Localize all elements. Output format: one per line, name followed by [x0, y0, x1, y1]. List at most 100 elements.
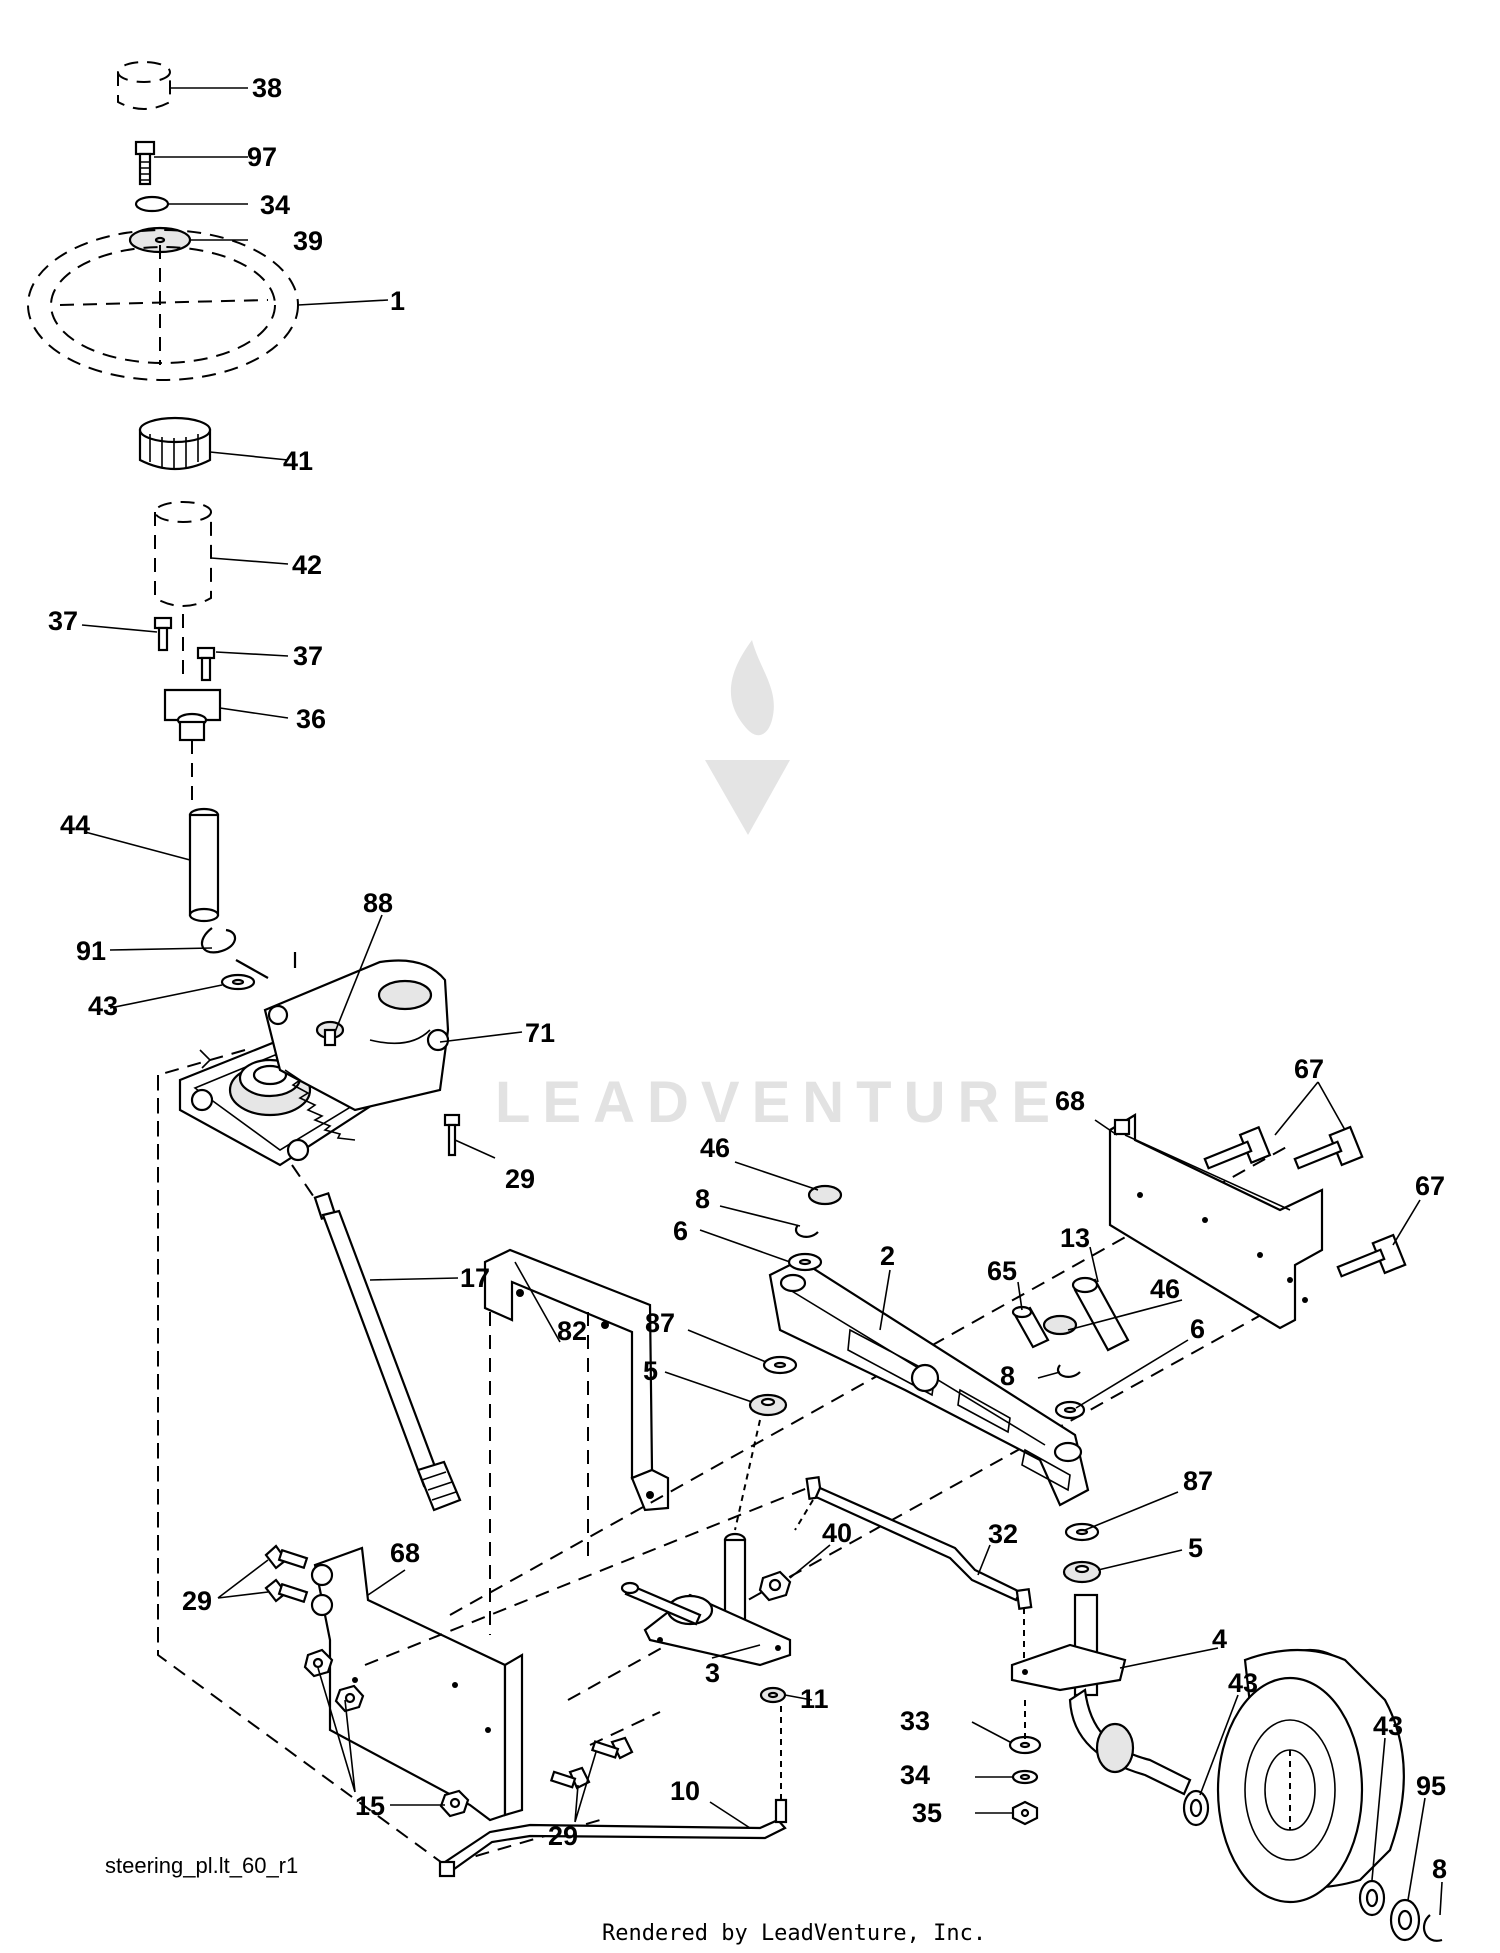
steering-shaft-upper [188, 807, 220, 923]
callout-43-upper: 43 [88, 991, 118, 1021]
drag-link-nut [758, 1570, 792, 1602]
gear-washer [220, 973, 256, 991]
spindle-bushing-left [748, 1393, 788, 1417]
plate-bolt-d [549, 1766, 591, 1790]
callout-87-right: 87 [1183, 1466, 1213, 1496]
callout-87-left: 87 [645, 1308, 675, 1338]
alignment-guide [157, 1049, 1291, 1867]
bearing-screw-right [196, 646, 216, 682]
lock-washer [134, 195, 170, 213]
support-bracket [483, 1248, 670, 1635]
callout-71: 71 [525, 1018, 555, 1048]
steering-wheel-cap [117, 61, 171, 110]
axle-bushing [1071, 1276, 1130, 1352]
callout-29-lower: 29 [548, 1821, 578, 1851]
diagram-caption: steering_pl.lt_60_r1 [105, 1853, 298, 1878]
callout-68-lower: 68 [390, 1538, 420, 1568]
callout-13: 13 [1060, 1223, 1090, 1253]
spindle-nut-35 [1011, 1800, 1039, 1826]
plate-bolt-upper [264, 1544, 309, 1570]
steering-adapter [138, 416, 212, 470]
frame-plate-lower [310, 1546, 524, 1822]
callout-39: 39 [293, 226, 323, 256]
plate-bolt-lower [264, 1578, 309, 1604]
callout-labels: 38 97 34 39 1 41 42 37 37 36 44 88 91 43… [48, 73, 1447, 1884]
column-boot [154, 501, 212, 680]
callout-91: 91 [76, 936, 106, 966]
spindle-lock-washer [759, 1686, 787, 1704]
leadventure-watermark: LEADVENTURE [495, 640, 1062, 1135]
spindle-washer-left [762, 1355, 798, 1375]
leader-lines [81, 87, 1443, 1916]
callout-29-gear: 29 [505, 1164, 535, 1194]
callout-38: 38 [252, 73, 282, 103]
callout-33: 33 [900, 1706, 930, 1736]
callout-5-left: 5 [643, 1356, 658, 1386]
axle-spacer [1011, 1305, 1050, 1349]
thrust-washer-right [1054, 1400, 1086, 1420]
thrust-washer-left [787, 1252, 823, 1272]
steering-bolt [134, 140, 156, 186]
plate-bolt-c [590, 1736, 634, 1760]
callout-1: 1 [390, 286, 405, 316]
wheel-washer-inner [1182, 1789, 1210, 1827]
plate-nut-c [439, 1789, 470, 1818]
callout-32: 32 [988, 1519, 1018, 1549]
plate-nut-a [303, 1648, 334, 1678]
pivot-bolt [315, 1020, 345, 1047]
callout-88: 88 [363, 888, 393, 918]
callout-8-wheel: 8 [1432, 1854, 1447, 1884]
callout-65: 65 [987, 1256, 1017, 1286]
shoulder-bolt-a [1203, 1125, 1272, 1170]
callout-8-left: 8 [695, 1184, 710, 1214]
spindle-left [620, 1532, 792, 1667]
callout-43-wheel: 43 [1373, 1711, 1403, 1741]
callout-8-right: 8 [1000, 1361, 1015, 1391]
callout-35: 35 [912, 1798, 942, 1828]
callout-40: 40 [822, 1518, 852, 1548]
callout-46-left: 46 [700, 1133, 730, 1163]
tie-rod [794, 1476, 1033, 1660]
callout-3: 3 [705, 1658, 720, 1688]
shoulder-bolt-c [1336, 1233, 1407, 1278]
callout-67-right: 67 [1415, 1171, 1445, 1201]
spindle-bushing-right [1062, 1560, 1102, 1584]
hub-cap-washer [1389, 1898, 1421, 1942]
front-axle [768, 1258, 1090, 1507]
drag-link [438, 1700, 788, 1878]
callout-37-left: 37 [48, 606, 78, 636]
wheel-e-clip [1422, 1914, 1443, 1942]
wheel-washer-outer [1358, 1879, 1386, 1917]
callout-10: 10 [670, 1776, 700, 1806]
spindle-right [1010, 1593, 1192, 1796]
shoulder-bolt-b [1293, 1125, 1364, 1170]
callout-82: 82 [557, 1316, 587, 1346]
spindle-washer-33 [1008, 1735, 1042, 1755]
callout-34-spindle: 34 [900, 1760, 930, 1790]
render-footer: Rendered by LeadVenture, Inc. [602, 1921, 986, 1946]
front-wheel [1216, 1648, 1405, 1904]
callout-36: 36 [296, 704, 326, 734]
e-clip-left [795, 1224, 819, 1238]
callout-5-right: 5 [1188, 1533, 1203, 1563]
bearing-screw-left [153, 616, 173, 652]
callout-46-right: 46 [1150, 1274, 1180, 1304]
callout-11: 11 [800, 1684, 829, 1714]
frame-plate-upper [1108, 1113, 1324, 1330]
callout-6-left: 6 [673, 1216, 688, 1246]
callout-95: 95 [1416, 1771, 1446, 1801]
callout-43-spindle: 43 [1228, 1668, 1258, 1698]
callout-37-right: 37 [293, 641, 323, 671]
column-bearing [163, 688, 222, 742]
steering-shaft-lower [291, 1164, 462, 1512]
callout-67-top: 67 [1294, 1054, 1324, 1084]
callout-29-plate: 29 [182, 1586, 212, 1616]
plate-nut-b [334, 1684, 365, 1713]
callout-68-upper: 68 [1055, 1086, 1085, 1116]
watermark-text: LEADVENTURE [495, 1070, 1062, 1135]
spindle-lockwasher-34 [1011, 1769, 1039, 1785]
spring-clip [201, 927, 269, 979]
callout-4: 4 [1212, 1624, 1227, 1654]
guide-line-left [734, 1419, 761, 1531]
